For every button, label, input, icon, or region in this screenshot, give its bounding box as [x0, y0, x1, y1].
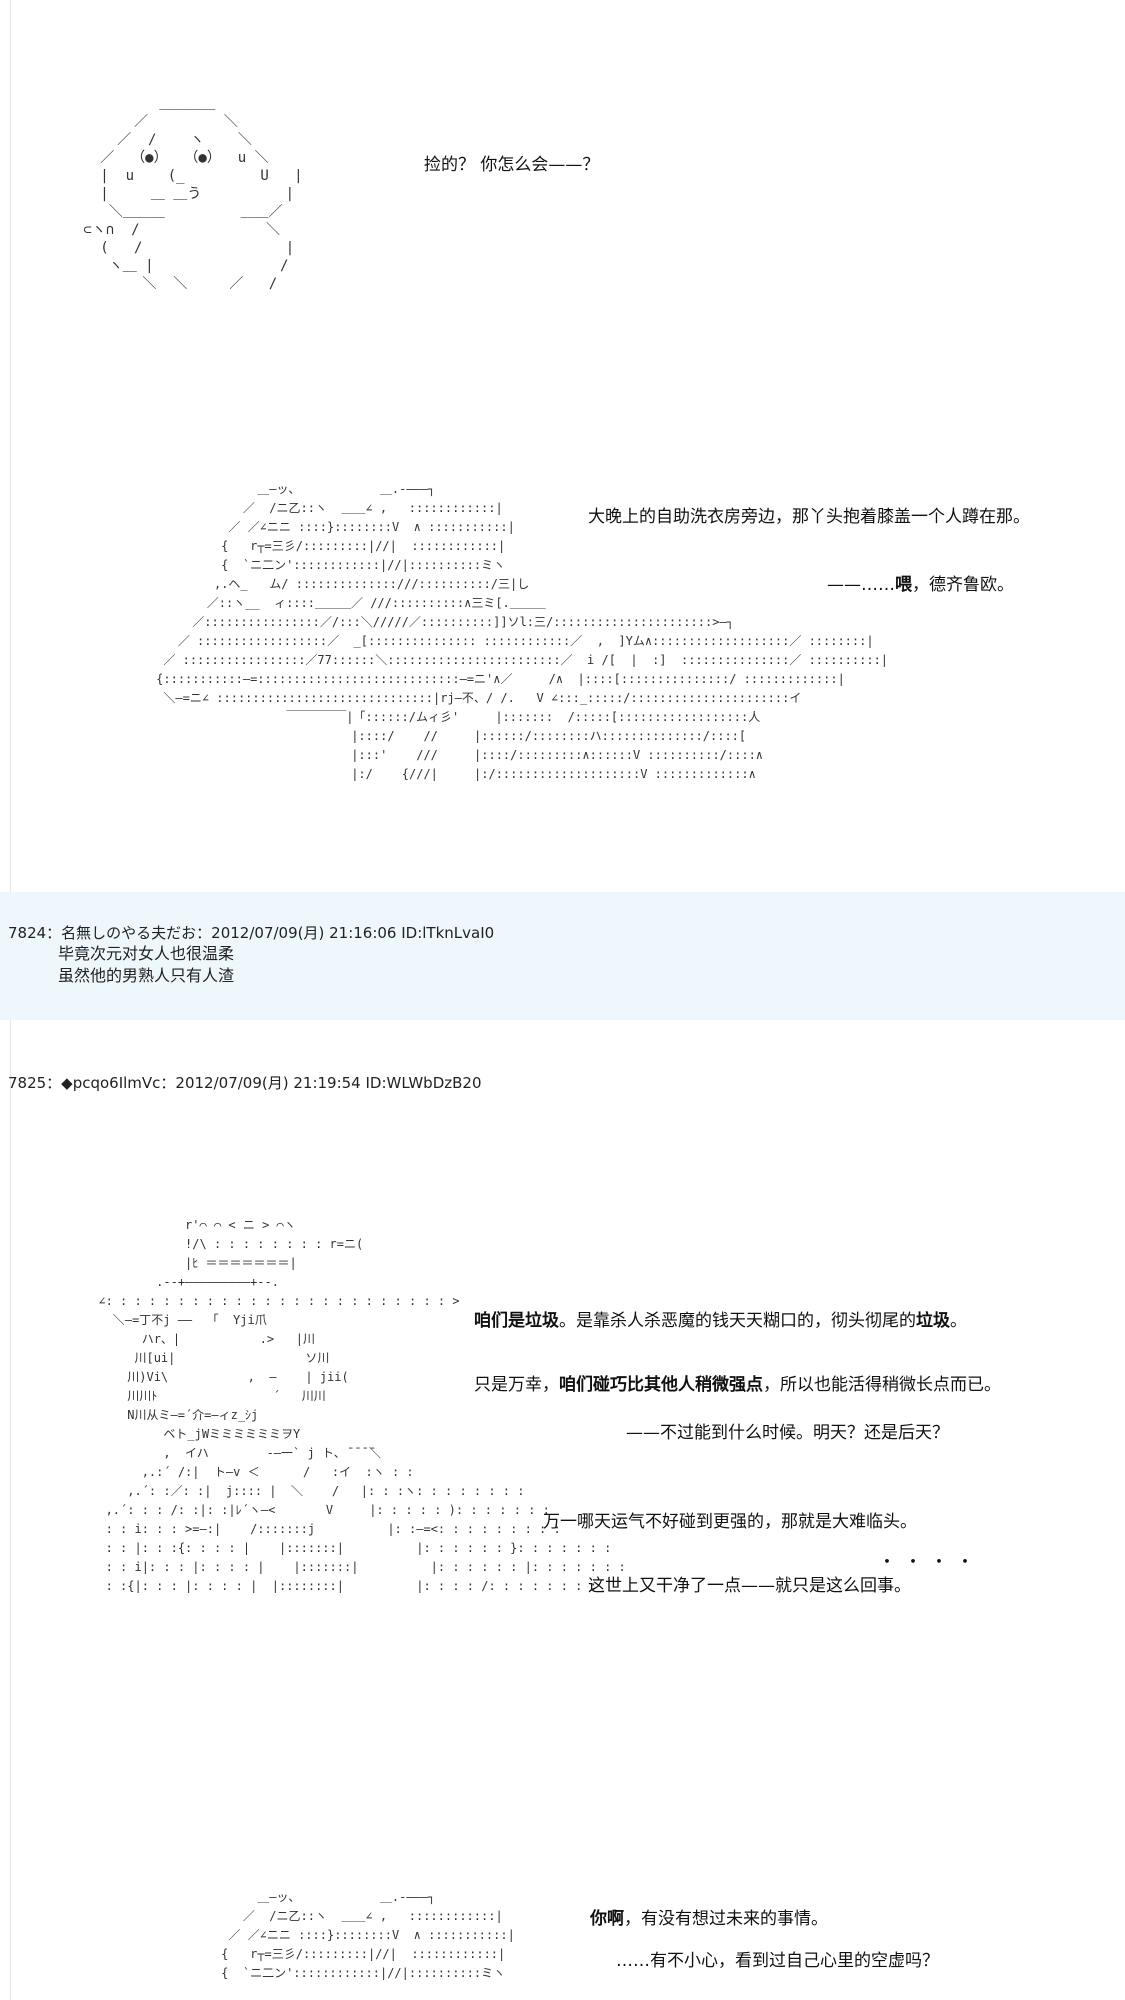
post-7824-header: 7824：名無しのやる夫だお：2012/07/09(月) 21:16:06 ID… [8, 924, 495, 942]
post-7825-line2-b: ，所以也能活得稍微长点而已。 [763, 1375, 1001, 1395]
ascii-art-hooded-figure: ＿―ッ、 ＿.-―――┐ ／ /ニ乙::ヽ ＿＿∠ , ::::::::::::… [156, 482, 889, 781]
scene2-line2-bold: 喂 [895, 575, 912, 595]
post-7824: 7824：名無しのやる夫だお：2012/07/09(月) 21:16:06 ID… [0, 892, 1125, 1020]
post-7825-line4: 万一哪天运气不好碰到更强的，那就是大难临头。 [543, 1512, 917, 1532]
ascii-art-hooded-figure-bottom: ＿―ッ、 ＿.-―――┐ ／ /ニ乙::ヽ ＿＿∠ , ::::::::::::… [221, 1890, 515, 1980]
post-7824-body-line2: 虽然他的男熟人只有人渣 [58, 966, 235, 985]
scene2-line2: ——……喂，德齐鲁欧。 [827, 574, 1014, 596]
post-7825-line6: 你啊，有没有想过未来的事情。 [590, 1908, 828, 1930]
post-7825-line6-bold: 你啊 [590, 1909, 624, 1929]
post-7825-line7: ……有不小心，看到过自己心里的空虚吗？ [616, 1951, 939, 1971]
scene2-line1: 大晚上的自助洗衣房旁边，那丫头抱着膝盖一个人蹲在那。 [588, 507, 1030, 527]
post-7825-line2: 只是万幸，咱们碰巧比其他人稍微强点，所以也能活得稍微长点而已。 [474, 1374, 1001, 1396]
scene2-line2-prefix: ——…… [827, 575, 895, 595]
post-7825-header: 7825：◆pcqo6IlmVc：2012/07/09(月) 21:19:54 … [8, 1074, 482, 1092]
post-7825-line1-mid: 。是靠杀人杀恶魔的钱天天糊口的，彻头彻尾的 [559, 1311, 916, 1331]
post-7825-line2-bold: 咱们碰巧比其他人稍微强点 [559, 1375, 763, 1395]
post-7825-line1-bold-b: 垃圾 [916, 1311, 950, 1331]
post-7825-line1: 咱们是垃圾。是靠杀人杀恶魔的钱天天糊口的，彻头彻尾的垃圾。 [474, 1310, 967, 1332]
ascii-art-hat-character: r'⌒ ⌒ < ニ > ⌒ヽ !/\ : : : : : : : : r=ニ( … [98, 1218, 626, 1593]
post-7825-dots: ・・・・ [878, 1552, 982, 1573]
post-7825-line1-bold-a: 咱们是垃圾 [474, 1311, 559, 1331]
post-7825-line6-rest: ，有没有想过未来的事情。 [624, 1909, 828, 1929]
post-7825-line2-a: 只是万幸， [474, 1375, 559, 1395]
scene2-line2-suffix: ，德齐鲁欧。 [912, 575, 1014, 595]
post-7825-line3: ——不过能到什么时候。明天？还是后天？ [626, 1423, 949, 1443]
post-7824-body-line1: 毕竟次元对女人也很温柔 [58, 944, 235, 963]
scene1-line1: 捡的？ 你怎么会——？ [424, 155, 600, 175]
post-7825-line1-end: 。 [950, 1311, 967, 1331]
post-7825-line5: 这世上又干净了一点——就只是这么回事。 [588, 1576, 911, 1596]
ascii-art-creature: ＿＿＿＿ ／ ＼ ／ / ヽ ＼ ／ （●） （●） u ＼ | u (_ U … [83, 96, 303, 292]
